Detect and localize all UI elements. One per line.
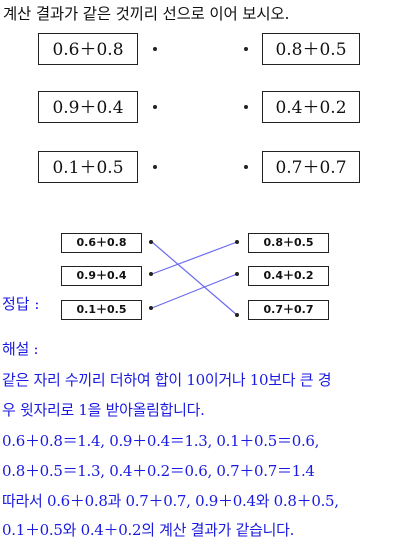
answer-left-box-3: 0.1＋0.5 xyxy=(61,300,142,320)
answer-line-1 xyxy=(151,241,238,316)
right-connector-dot-3[interactable] xyxy=(244,165,248,169)
explanation-line-4: 0.8＋0.5＝1.3, 0.4＋0.2＝0.6, 0.7＋0.7＝1.4 xyxy=(2,462,315,480)
question-instruction: 계산 결과가 같은 것끼리 선으로 이어 보시오. xyxy=(3,5,290,23)
right-connector-dot-2[interactable] xyxy=(244,105,248,109)
answer-right-box-1: 0.8＋0.5 xyxy=(248,233,329,253)
answer-right-box-3: 0.7＋0.7 xyxy=(248,300,329,320)
left-connector-dot-3[interactable] xyxy=(153,165,157,169)
answer-right-dot-1 xyxy=(235,240,239,244)
explanation-line-1: 같은 자리 수끼리 더하여 합이 10이거나 10보다 큰 경 xyxy=(2,371,332,389)
answer-label: 정답 : xyxy=(2,295,40,313)
answer-right-box-2: 0.4＋0.2 xyxy=(248,266,329,286)
right-connector-dot-1[interactable] xyxy=(244,47,248,51)
explanation-line-3: 0.6＋0.8＝1.4, 0.9＋0.4＝1.3, 0.1＋0.5＝0.6, xyxy=(2,432,320,450)
question-left-box-3: 0.1＋0.5 xyxy=(38,151,138,183)
left-connector-dot-2[interactable] xyxy=(153,105,157,109)
answer-left-dot-3 xyxy=(149,306,153,310)
explanation-line-6: 0.1＋0.5와 0.4＋0.2의 계산 결과가 같습니다. xyxy=(2,521,295,539)
explanation-line-2: 우 윗자리로 1을 받아올림합니다. xyxy=(2,401,205,419)
answer-right-dot-2 xyxy=(235,272,239,276)
question-right-box-1: 0.8＋0.5 xyxy=(262,33,360,65)
question-right-box-3: 0.7＋0.7 xyxy=(262,151,360,183)
question-left-box-2: 0.9＋0.4 xyxy=(38,91,138,123)
question-right-box-2: 0.4＋0.2 xyxy=(262,91,360,123)
explanation-label: 해설 : xyxy=(2,340,39,358)
answer-right-dot-3 xyxy=(235,313,239,317)
answer-line-2 xyxy=(151,241,238,275)
explanation-line-5: 따라서 0.6＋0.8과 0.7＋0.7, 0.9＋0.4와 0.8＋0.5, xyxy=(2,492,339,510)
answer-left-box-2: 0.9＋0.4 xyxy=(61,266,142,286)
answer-line-3 xyxy=(151,273,238,309)
question-left-box-1: 0.6＋0.8 xyxy=(38,33,138,65)
answer-left-dot-1 xyxy=(149,240,153,244)
answer-left-box-1: 0.6＋0.8 xyxy=(61,233,142,253)
answer-left-dot-2 xyxy=(149,272,153,276)
left-connector-dot-1[interactable] xyxy=(153,47,157,51)
